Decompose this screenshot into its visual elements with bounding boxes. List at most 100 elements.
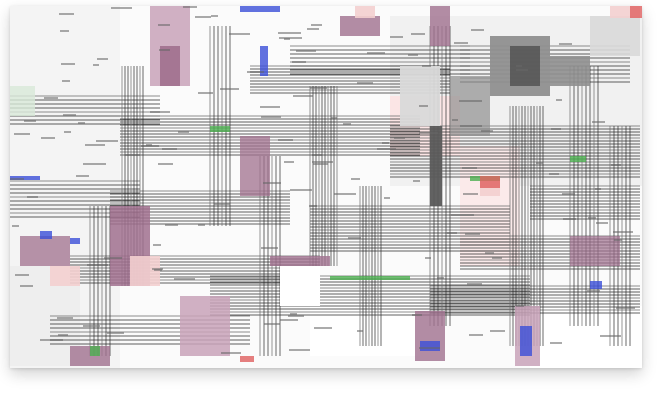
tiny-label-mark [390, 36, 403, 38]
tiny-label-mark [550, 342, 562, 344]
tiny-label-mark [290, 189, 312, 191]
component-block [240, 136, 270, 196]
tiny-label-mark [260, 106, 280, 108]
tiny-label-mark [290, 313, 297, 315]
tiny-label-mark [562, 193, 575, 195]
tiny-label-mark [408, 54, 418, 56]
tiny-label-mark [516, 305, 524, 307]
tiny-label-mark [198, 224, 205, 226]
tiny-label-mark [587, 290, 600, 292]
component-block [570, 236, 620, 266]
wiring-diagram [10, 6, 642, 368]
tiny-label-mark [96, 140, 118, 142]
tiny-label-mark [551, 128, 561, 130]
tiny-label-mark [111, 7, 132, 9]
tiny-label-mark [314, 327, 332, 329]
tiny-label-mark [516, 65, 522, 67]
tiny-label-mark [85, 144, 105, 146]
component-block [180, 296, 230, 356]
tiny-label-mark [24, 120, 36, 122]
component-block [430, 6, 450, 46]
tiny-label-mark [465, 233, 480, 235]
tiny-label-mark [357, 330, 363, 332]
tiny-label-mark [451, 214, 474, 216]
tiny-label-mark [462, 167, 477, 169]
tiny-label-mark [459, 100, 482, 102]
component-block [10, 86, 35, 116]
tiny-label-mark [229, 33, 250, 35]
tiny-label-mark [384, 197, 390, 199]
tiny-label-mark [422, 65, 431, 67]
tiny-label-mark [76, 175, 89, 177]
tiny-label-mark [343, 123, 351, 125]
tiny-label-mark [57, 317, 73, 319]
tiny-label-mark [27, 196, 38, 198]
tiny-label-mark [183, 6, 197, 8]
accent-mark [330, 276, 410, 280]
tiny-label-mark [214, 203, 230, 205]
tiny-label-mark [463, 193, 478, 195]
tiny-label-mark [467, 283, 482, 285]
tiny-label-mark [12, 225, 19, 227]
tiny-label-mark [447, 232, 457, 234]
component-block [550, 56, 590, 86]
tiny-label-mark [40, 339, 63, 341]
accent-mark [240, 6, 280, 12]
tiny-label-mark [150, 111, 170, 113]
tiny-label-mark [334, 193, 356, 195]
tiny-label-mark [288, 315, 304, 317]
tiny-label-group [10, 6, 635, 354]
tiny-label-mark [87, 264, 108, 266]
tiny-label-mark [64, 131, 71, 133]
tiny-label-mark [419, 105, 428, 107]
tiny-label-mark [616, 307, 635, 309]
component-block [355, 6, 375, 18]
tiny-label-mark [460, 125, 482, 127]
tiny-label-mark [195, 16, 211, 18]
tiny-label-mark [83, 325, 100, 327]
tiny-label-mark [158, 24, 170, 26]
tiny-label-mark [588, 217, 596, 219]
component-block [280, 266, 320, 306]
tiny-label-mark [62, 80, 70, 82]
tiny-label-mark [469, 334, 483, 336]
tiny-label-mark [44, 97, 58, 99]
component-block [590, 16, 640, 56]
tiny-label-mark [10, 178, 24, 180]
tiny-label-mark [549, 173, 559, 175]
tiny-label-mark [437, 277, 444, 279]
tiny-label-mark [481, 130, 493, 132]
tiny-label-mark [595, 188, 601, 190]
tiny-label-mark [536, 162, 543, 164]
tiny-label-mark [158, 163, 173, 165]
accent-mark [520, 326, 532, 356]
tiny-label-mark [15, 274, 29, 276]
accent-mark [420, 341, 440, 351]
tiny-label-mark [309, 205, 317, 207]
tiny-label-mark [492, 257, 502, 259]
tiny-label-mark [146, 144, 152, 146]
component-block [340, 16, 380, 36]
tiny-label-mark [351, 178, 360, 180]
component-block [160, 46, 180, 86]
tiny-label-mark [454, 42, 468, 44]
tiny-label-mark [292, 61, 306, 63]
tiny-label-mark [60, 30, 69, 32]
tiny-label-mark [279, 37, 302, 39]
accent-mark [570, 156, 586, 162]
accent-mark [40, 231, 52, 239]
tiny-label-mark [310, 87, 327, 89]
component-block [20, 236, 70, 266]
tiny-label-mark [278, 139, 293, 141]
tiny-label-mark [311, 24, 322, 26]
tiny-label-mark [63, 114, 76, 116]
tiny-label-mark [296, 50, 316, 52]
tiny-label-mark [289, 349, 310, 351]
tiny-label-mark [14, 133, 30, 135]
tiny-label-mark [107, 332, 124, 334]
accent-mark [70, 238, 80, 244]
tiny-label-mark [382, 142, 389, 144]
tiny-label-mark [485, 252, 494, 254]
tiny-label-mark [425, 257, 431, 259]
schematic-frame [10, 6, 642, 368]
